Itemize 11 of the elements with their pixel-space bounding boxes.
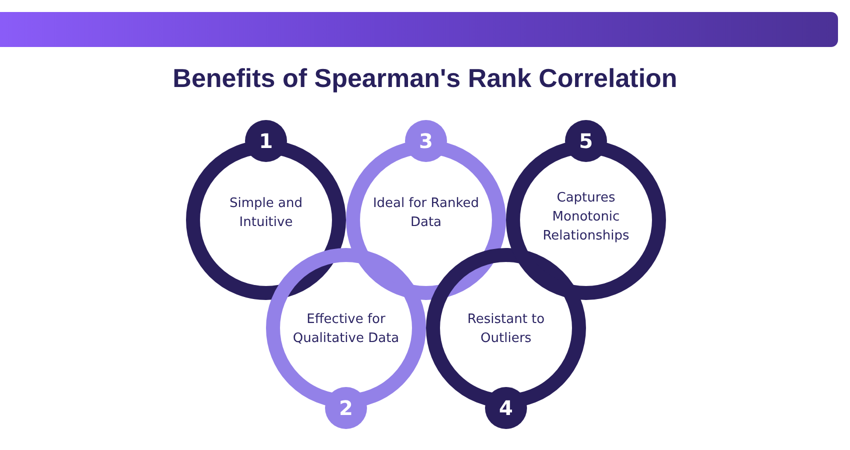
number-badge: 1 <box>245 120 287 162</box>
number-badge: 4 <box>485 387 527 429</box>
ring-label: Resistant to Outliers <box>466 311 546 348</box>
ring-label: Captures Monotonic Relationships <box>542 190 630 246</box>
number-badge: 3 <box>405 120 447 162</box>
number-badge: 5 <box>565 120 607 162</box>
number-badge: 2 <box>325 387 367 429</box>
ring-label: Effective for Qualitative Data <box>292 311 400 348</box>
ring-label: Ideal for Ranked Data <box>372 195 480 232</box>
title: Benefits of Spearman's Rank Correlation <box>172 63 678 94</box>
ring-label: Simple and Intuitive <box>228 195 304 232</box>
